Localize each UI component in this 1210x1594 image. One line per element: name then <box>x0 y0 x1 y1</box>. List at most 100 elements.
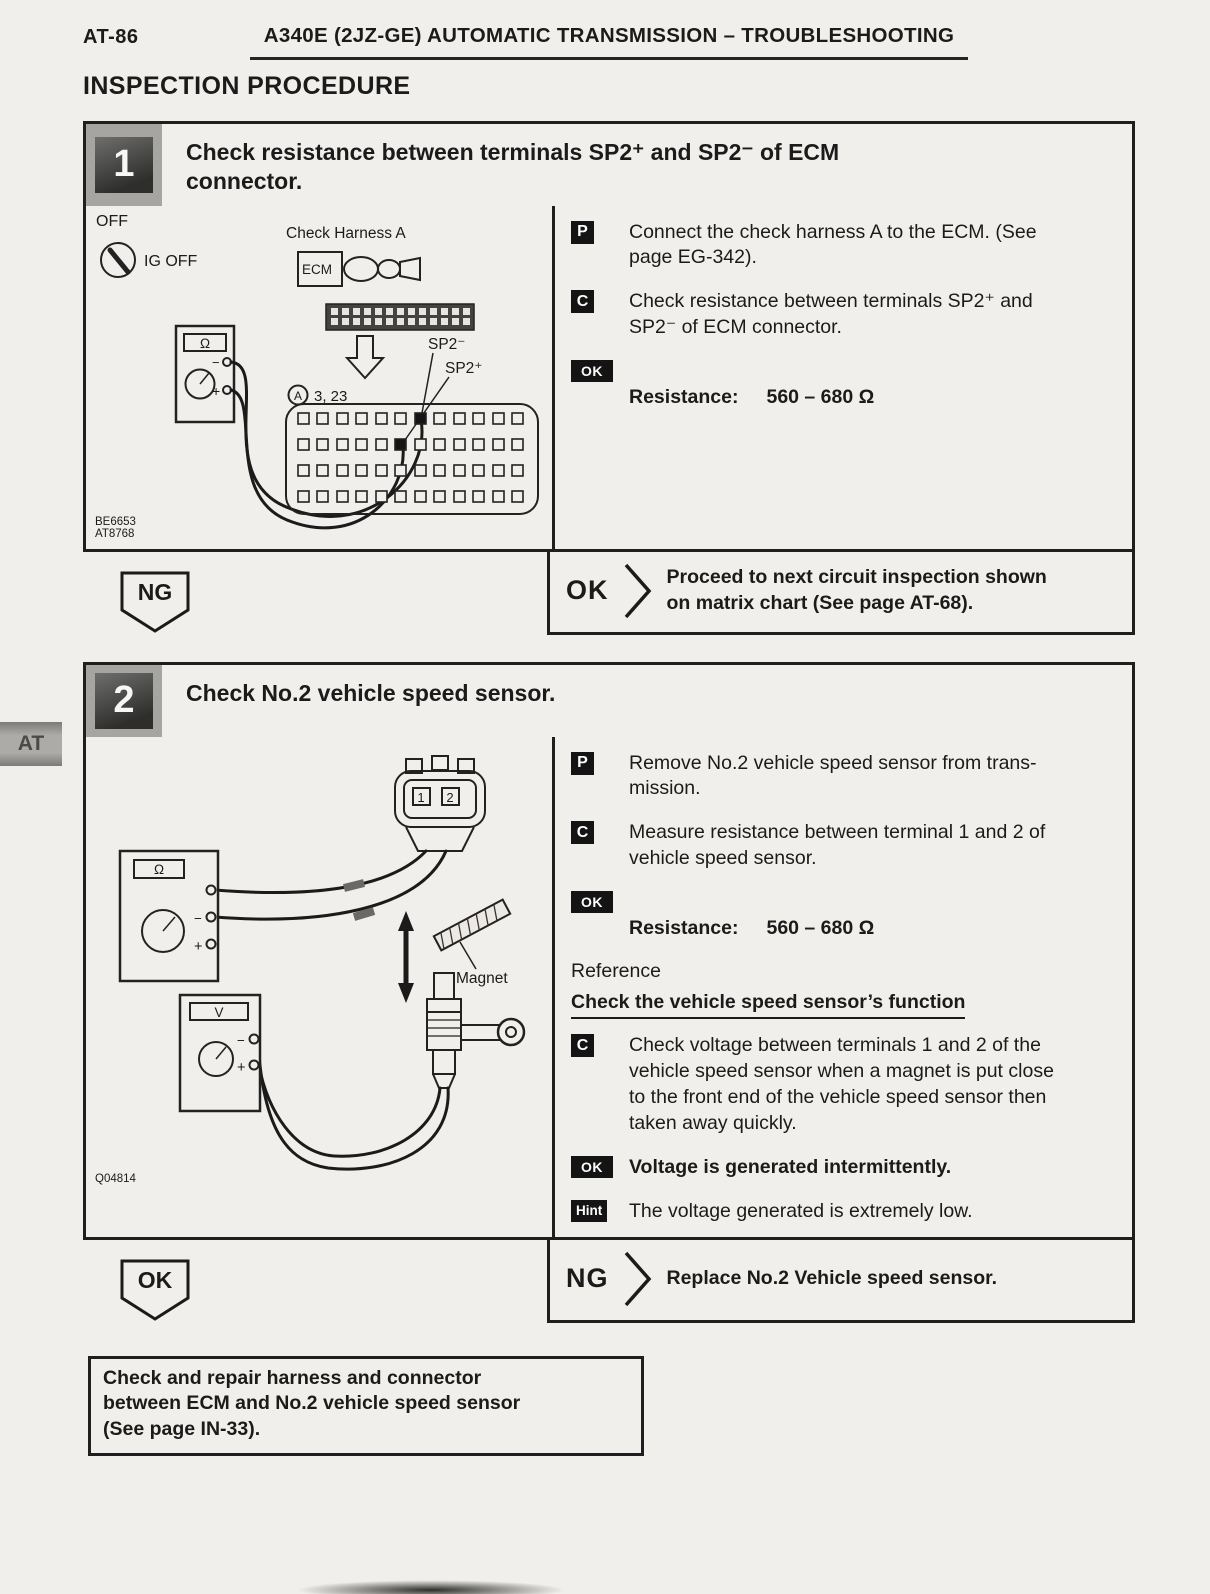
step-2: 2 Check No.2 vehicle speed sensor. <box>83 661 1135 1336</box>
ng-label: NG <box>138 579 173 605</box>
sensor-connector-icon: 1 2 <box>394 754 486 852</box>
section-title: INSPECTION PROCEDURE <box>83 72 411 100</box>
scan-artifact <box>296 1580 566 1594</box>
check-harness-label: Check Harness A <box>286 225 406 242</box>
result-value: 560 – 680 Ω <box>766 386 875 409</box>
step-1-diagram: OFF IG OFF Check Harness A <box>86 206 552 549</box>
prepare-badge: P <box>571 751 594 775</box>
instruction-text: Check resistance between terminals SP2⁺ … <box>629 290 1033 339</box>
plus-terminal-label: + <box>194 939 202 955</box>
check-badge: C <box>571 1034 594 1058</box>
reference-subtitle: Check the vehicle speed sensor’s functio… <box>571 991 966 1020</box>
at-section-tab-label: AT <box>17 732 45 755</box>
reference-result: OK Voltage is generated intermittently. <box>571 1155 1118 1181</box>
figure-code-line1: BE6653 <box>95 516 136 528</box>
page-header: AT-86 A340E (2JZ-GE) AUTOMATIC TRANSMISS… <box>83 24 1135 60</box>
route-chevron-icon <box>624 1251 651 1306</box>
sp2-minus-pin <box>414 411 427 425</box>
step-2-figure: 1 2 Ω <box>95 754 526 1185</box>
step-1-number: 1 <box>95 136 153 193</box>
ng-action-text: Replace No.2 Vehicle speed sensor. <box>666 1266 998 1289</box>
hint-badge: Hint <box>571 1199 608 1222</box>
connector-id-label: A 3, 23 <box>287 384 347 405</box>
step-1-box: 1 Check resistance between terminals SP2… <box>83 121 1135 552</box>
reference-check: C Check voltage between terminals 1 and … <box>571 1033 1118 1137</box>
prepare-badge: P <box>571 220 594 244</box>
ok-badge: OK <box>571 891 613 914</box>
ecm-connector-grid-icon <box>285 402 539 515</box>
step-2-instructions: P Remove No.2 vehicle speed sensor from … <box>552 736 1132 1237</box>
ok-label: OK <box>566 575 609 605</box>
magnet-icon <box>432 897 512 952</box>
ok-route-arrow: OK <box>119 1258 191 1327</box>
sensor-wire-1 <box>213 849 428 894</box>
minus-terminal-label: − <box>194 911 202 926</box>
ok-badge: OK <box>571 1155 613 1178</box>
ng-label: NG <box>566 1263 609 1294</box>
result-line: OK Resistance:560 – 680 Ω <box>571 890 1118 942</box>
probe-wire-1 <box>229 360 424 518</box>
at-section-tab: AT <box>0 722 62 766</box>
step-1-instructions: P Connect the check harness A to the ECM… <box>552 205 1132 549</box>
step-1-action-row: NG OK Proceed to next circuit inspection… <box>83 551 1135 648</box>
magnet-label: Magnet <box>456 970 508 987</box>
step-2-diagram: 1 2 Ω <box>86 737 552 1237</box>
terminal-1-label: 1 <box>417 790 424 805</box>
instruction-text: Check voltage between terminals 1 and 2 … <box>629 1034 1054 1134</box>
circle-a-label: A <box>294 389 302 403</box>
wire-sleeve-2 <box>352 906 376 921</box>
minus-terminal-label: − <box>237 1033 245 1048</box>
wire-sleeve-1 <box>343 878 365 892</box>
double-arrow-icon <box>398 910 414 1003</box>
ohmmeter-icon: Ω − + <box>174 324 236 423</box>
step-number-strip: 1 <box>86 124 162 206</box>
figure-code: Q04814 <box>95 1173 137 1185</box>
repair-note-line3: (See page IN-33). <box>103 1418 261 1441</box>
ok-action-text: Proceed to next circuit inspection shown… <box>666 566 1047 614</box>
plus-terminal-label: + <box>212 383 220 399</box>
magnet-leader-line <box>459 941 477 969</box>
instruction-prepare: P Connect the check harness A to the ECM… <box>571 220 1118 272</box>
sp2-minus-label: SP2⁻ <box>428 336 465 353</box>
instruction-text: Remove No.2 vehicle speed sensor from tr… <box>629 751 1037 800</box>
ok-badge: OK <box>571 360 613 383</box>
terminal-2-label: 2 <box>446 790 453 805</box>
sensor-wire-2 <box>213 849 448 921</box>
check-badge: C <box>571 290 594 314</box>
ohm-symbol: Ω <box>200 336 210 351</box>
instruction-check: C Check resistance between terminals SP2… <box>571 289 1118 341</box>
result-text: Voltage is generated intermittently. <box>629 1155 952 1178</box>
instruction-prepare: P Remove No.2 vehicle speed sensor from … <box>571 751 1118 803</box>
ohmmeter-icon: Ω − + <box>118 849 220 982</box>
ecm-label: ECM <box>302 262 332 277</box>
sensor-lead-wire-2 <box>256 1039 450 1170</box>
plus-terminal-label: + <box>237 1060 245 1076</box>
header-title: A340E (2JZ-GE) AUTOMATIC TRANSMISSION – … <box>249 24 969 60</box>
check-badge: C <box>571 821 594 845</box>
result-label: Resistance: <box>629 386 739 409</box>
check-harness-connector-icon <box>325 302 475 331</box>
ok-label: OK <box>138 1267 173 1293</box>
instruction-check: C Measure resistance between terminal 1 … <box>571 820 1118 872</box>
repair-note-line1: Check and repair harness and connector <box>103 1366 482 1389</box>
instruction-text: Connect the check harness A to the ECM. … <box>629 220 1037 269</box>
down-arrow-icon <box>344 334 386 379</box>
repair-note-line2: between ECM and No.2 vehicle speed senso… <box>103 1392 521 1415</box>
reference-heading: Reference <box>571 960 661 983</box>
ig-off-label: IG OFF <box>144 253 198 270</box>
sp2-plus-leader-line <box>404 376 450 440</box>
step-2-number: 2 <box>95 672 153 729</box>
step-2-action-row: OK NG Replace No.2 Vehicle speed sensor. <box>83 1239 1135 1336</box>
repair-note: Check and repair harness and connector b… <box>88 1355 644 1456</box>
step-1-figure: OFF IG OFF Check Harness A <box>95 213 539 540</box>
sp2-plus-pin <box>394 437 407 451</box>
step-1-ok-action: OK Proceed to next circuit inspection sh… <box>547 551 1135 635</box>
ohm-symbol: Ω <box>154 862 164 877</box>
page-number: AT-86 <box>83 26 139 48</box>
speed-sensor-icon <box>426 971 526 1089</box>
voltmeter-icon: V − + <box>178 993 262 1112</box>
step-2-ng-action: NG Replace No.2 Vehicle speed sensor. <box>547 1239 1135 1323</box>
result-value: 560 – 680 Ω <box>766 917 875 940</box>
step-number-strip: 2 <box>86 664 162 737</box>
